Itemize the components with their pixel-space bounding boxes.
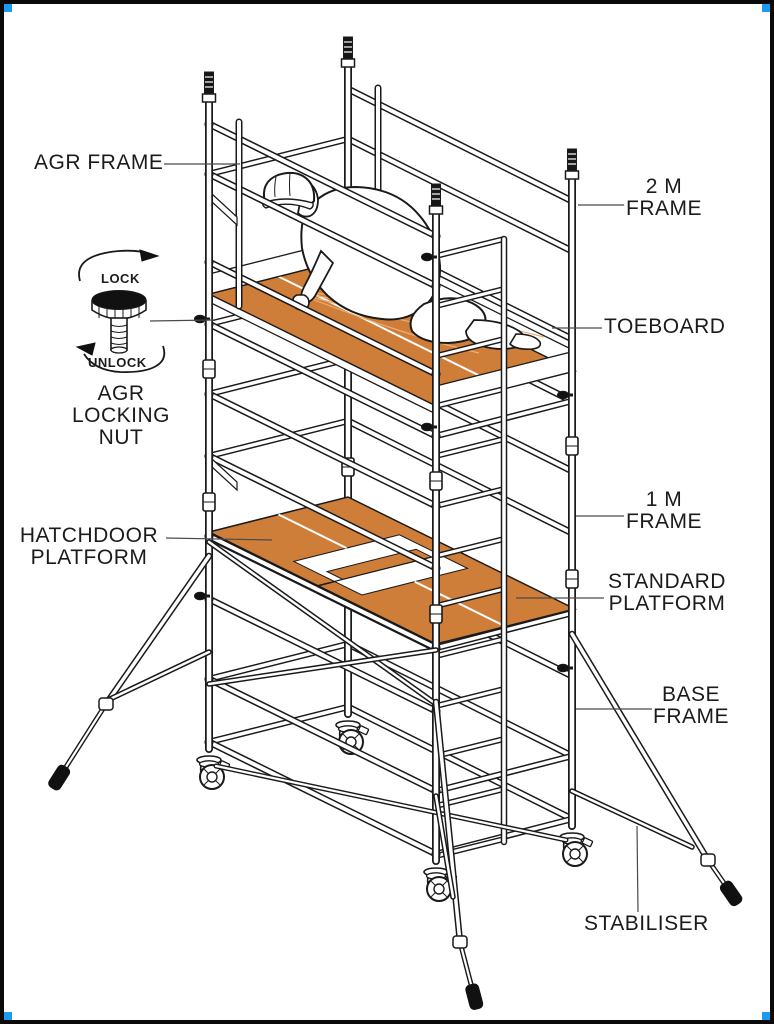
- post-south: [423, 183, 458, 902]
- label-1m-frame: 1 M FRAME: [626, 488, 702, 533]
- label-standard-platform: STANDARD PLATFORM: [608, 570, 726, 615]
- label-agr-frame-text: AGR FRAME: [34, 151, 164, 174]
- near-frame-ladder: [432, 235, 576, 859]
- leader-lines: [149, 163, 652, 913]
- label-lock-text: LOCK: [101, 271, 140, 286]
- label-lock: LOCK: [101, 268, 140, 290]
- label-agr-locking-nut: AGR LOCKING NUT: [71, 382, 171, 449]
- selection-handle-bottom-left[interactable]: [4, 1012, 12, 1020]
- stabiliser-east: [568, 630, 743, 907]
- stabiliser-west: [48, 552, 213, 791]
- selection-handle-top-right[interactable]: [762, 4, 770, 12]
- front-agr-upright: [211, 118, 243, 492]
- stabiliser-front: [432, 698, 484, 1010]
- label-stabiliser: STABILISER: [584, 912, 709, 935]
- scaffold-tower-diagram: [48, 36, 743, 1010]
- wing-nuts: [194, 252, 573, 673]
- diagonal-braces: [206, 539, 569, 843]
- selection-handle-top-left[interactable]: [4, 4, 12, 12]
- label-hatchdoor-platform: HATCHDOOR PLATFORM: [19, 524, 159, 569]
- label-agr-frame: AGR FRAME: [34, 152, 163, 174]
- post-west: [196, 71, 231, 790]
- label-base-frame: BASE FRAME: [653, 683, 729, 728]
- label-unlock: UNLOCK: [88, 352, 147, 374]
- label-unlock-text: UNLOCK: [88, 355, 147, 370]
- selection-handle-bottom-right[interactable]: [762, 1012, 770, 1020]
- label-toeboard: TOEBOARD: [604, 315, 726, 338]
- label-2m-frame: 2 M FRAME: [626, 175, 702, 220]
- locking-nut-inset: [75, 249, 166, 373]
